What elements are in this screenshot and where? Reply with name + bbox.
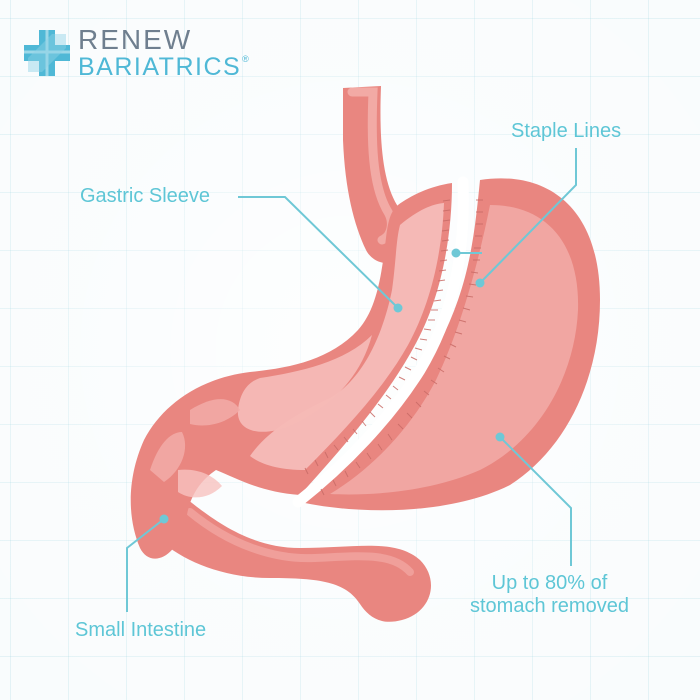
brand-logo: RENEW BARIATRICS® <box>22 26 250 80</box>
leader-dots <box>159 248 505 524</box>
staple-line-right <box>320 199 483 496</box>
label-gastric-sleeve: Gastric Sleeve <box>80 185 211 207</box>
label-small-intestine: Small Intestine <box>75 619 207 641</box>
gastric-sleeve-shape <box>130 183 452 559</box>
label-stomach-removed-line1: Up to 80% of <box>491 572 608 594</box>
label-stomach-removed: Up to 80% of stomach removed <box>470 572 629 618</box>
brand-name-line2: BARIATRICS® <box>78 53 251 81</box>
brand-name-line1: RENEW <box>78 24 193 55</box>
label-stomach-removed-line2: stomach removed <box>470 595 629 617</box>
leader-staple-upper <box>479 148 577 284</box>
registered-mark: ® <box>242 54 251 64</box>
leader-small-intestine <box>126 518 165 612</box>
staple-gap <box>292 176 469 508</box>
staple-line-left <box>304 199 451 475</box>
leader-gastric-sleeve <box>238 196 399 309</box>
medical-cross-logo-icon <box>24 30 70 76</box>
label-staple-lines: Staple Lines <box>511 120 622 142</box>
leader-removed <box>499 436 572 566</box>
